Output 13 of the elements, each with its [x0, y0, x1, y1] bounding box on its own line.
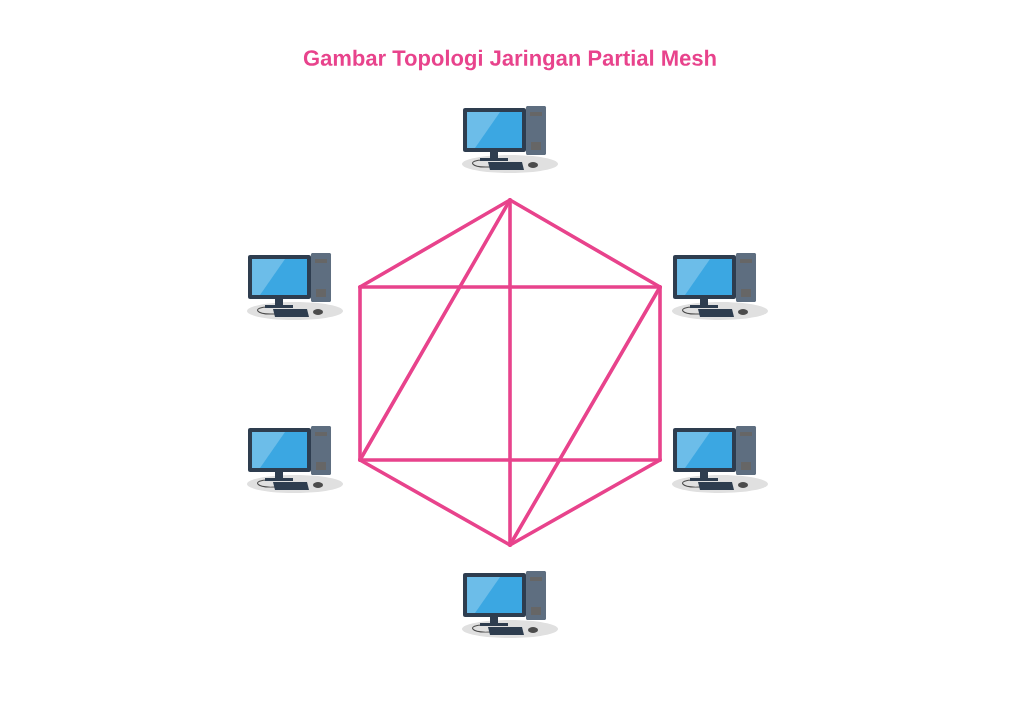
computer-drawing — [672, 253, 768, 320]
computer-drawing — [462, 106, 558, 173]
computer-drawing — [247, 253, 343, 320]
title: Gambar Topologi Jaringan Partial Mesh — [303, 49, 716, 71]
connection-line — [508, 285, 662, 547]
connection-line — [658, 285, 662, 462]
computer-drawing — [672, 426, 768, 493]
connection-line — [508, 198, 512, 547]
connection-line — [358, 285, 362, 462]
computer-drawing — [247, 426, 343, 493]
connection-line — [358, 285, 662, 289]
connection-line — [358, 198, 512, 462]
computer-drawing — [462, 571, 558, 638]
